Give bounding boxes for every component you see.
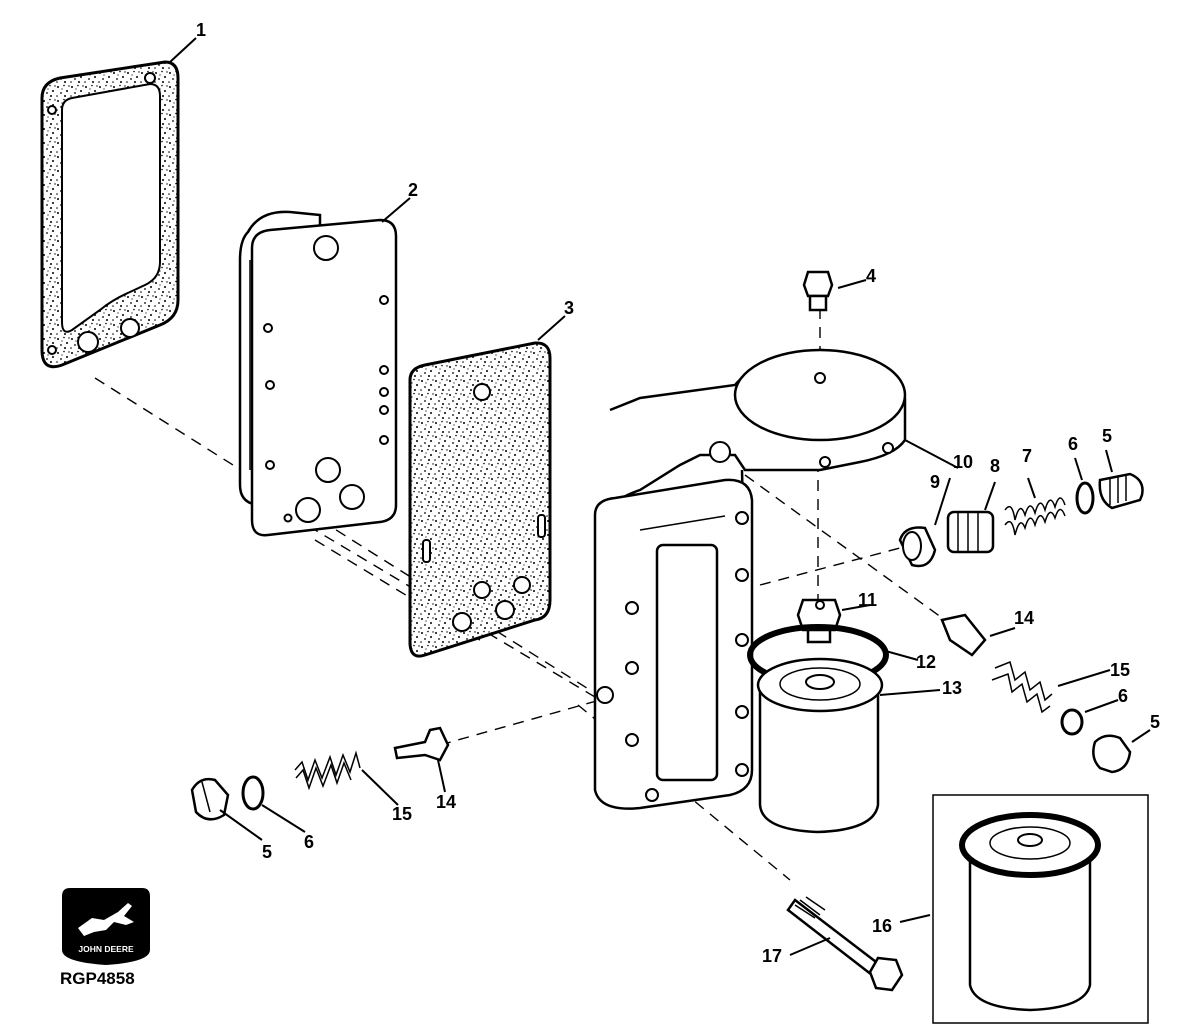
callout-10: 10 (953, 452, 973, 472)
deer-icon (78, 903, 134, 936)
callout-14-left: 14 (436, 792, 456, 812)
callout-9: 9 (930, 472, 940, 492)
callout-5-upper: 5 (1102, 426, 1112, 446)
filter-kit-part-16 (932, 794, 1149, 1024)
nipple-part-11 (796, 598, 842, 644)
callout-3: 3 (564, 298, 574, 318)
callout-13: 13 (942, 678, 962, 698)
callout-2: 2 (408, 180, 418, 200)
callout-6-left: 6 (304, 832, 314, 852)
fitting-part-4 (802, 270, 834, 312)
gasket-part-3 (408, 341, 552, 658)
callout-1: 1 (196, 20, 206, 40)
callout-8: 8 (990, 456, 1000, 476)
callout-17: 17 (762, 946, 782, 966)
callout-16: 16 (872, 916, 892, 936)
valve-assembly-left (190, 726, 450, 821)
callout-11: 11 (858, 590, 877, 610)
callout-15-right: 15 (1110, 660, 1130, 680)
callout-5-left: 5 (262, 842, 272, 862)
valve-assembly-upper (898, 472, 1144, 568)
filter-part-13 (756, 657, 884, 834)
john-deere-logo: JOHN DEERE (62, 888, 150, 965)
callout-7: 7 (1022, 446, 1032, 466)
valve-assembly-lower (940, 613, 1132, 774)
callout-12: 12 (916, 652, 936, 672)
callout-5-right: 5 (1150, 712, 1160, 732)
gasket-part-1 (40, 60, 180, 369)
callout-4: 4 (866, 266, 876, 286)
callout-6-upper: 6 (1068, 434, 1078, 454)
leader-lines (169, 37, 1151, 956)
callout-14-right: 14 (1014, 608, 1034, 628)
figure-code: RGP4858 (60, 969, 135, 988)
logo-text: JOHN DEERE (78, 944, 134, 954)
callout-labels: 1 2 3 4 5 6 7 8 9 10 11 12 13 14 15 6 5 … (196, 20, 1160, 966)
callout-15-left: 15 (392, 804, 412, 824)
oil-cooler-part-2 (238, 210, 398, 537)
callout-6-right: 6 (1118, 686, 1128, 706)
oil-filter-housing (593, 348, 907, 810)
cap-screw-part-17 (786, 896, 904, 992)
